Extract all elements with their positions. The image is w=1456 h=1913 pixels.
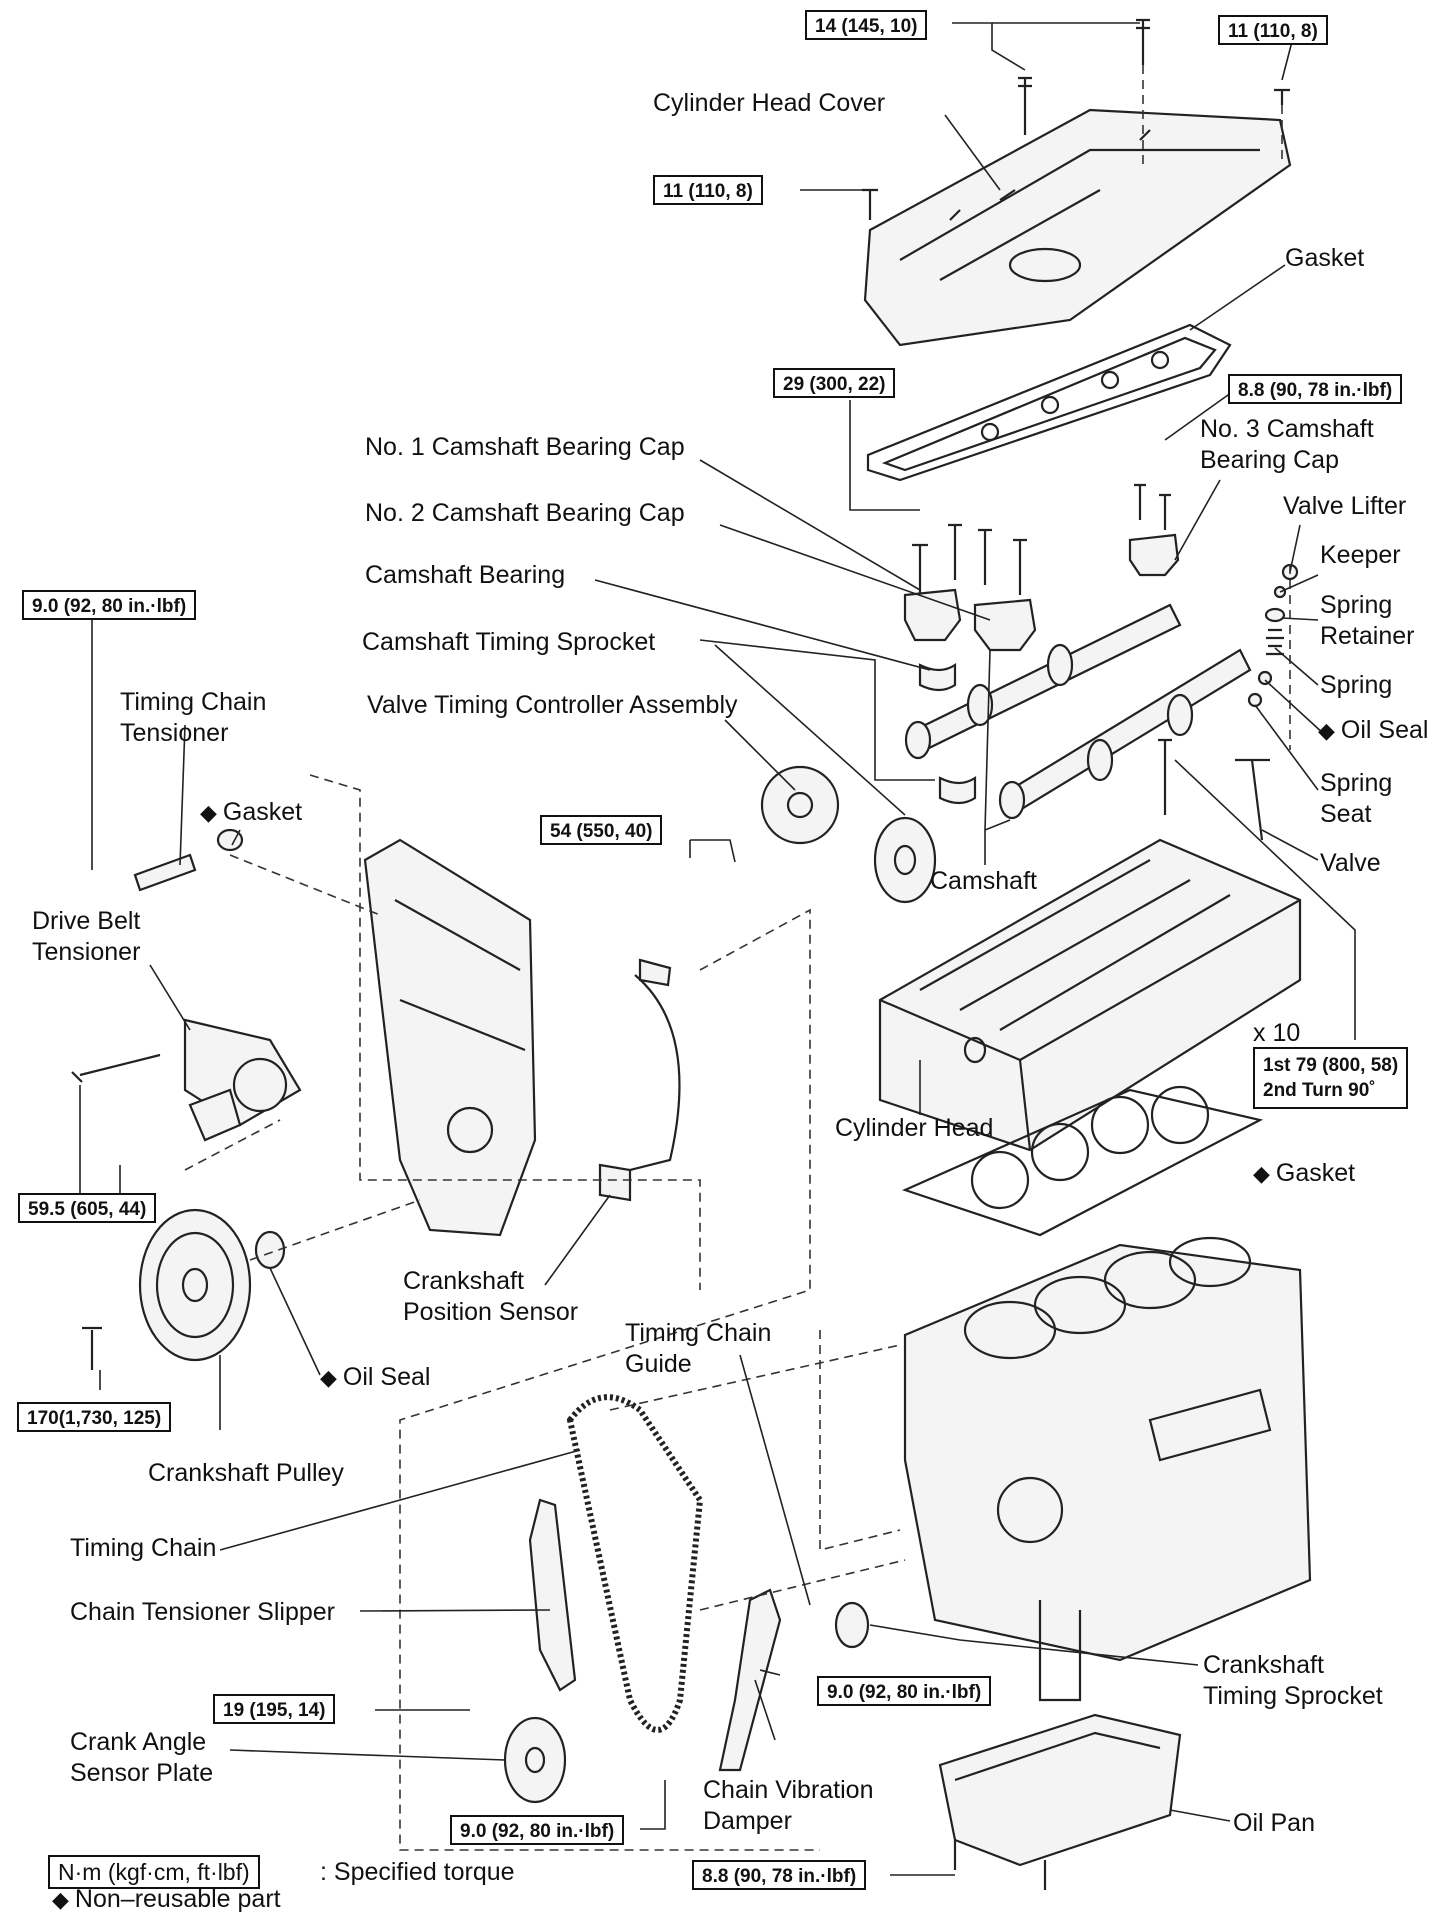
label-no3-cap-line1: No. 3 Camshaft [1200,415,1374,443]
nonreusable-diamond-icon: ◆ [52,1887,69,1912]
bolts-drawing [71,18,1290,1370]
label-spring-seat-line2: Seat [1320,800,1372,828]
torque-slipper: 19 (195, 14) [213,1694,336,1724]
torque-cap-no1: 29 (300, 22) [773,368,896,398]
timing-chain-cover-drawing [363,838,537,1237]
label-gasket-cover: Gasket [1285,244,1365,272]
nonreusable-diamond-icon: ◆ [200,800,217,825]
label-drive-belt-tensioner-line1: Drive Belt [32,907,141,935]
torque-cover-center: 14 (145, 10) [805,10,928,40]
label-spring-retainer-line1: Spring [1320,591,1393,619]
label-timing-chain-tensioner-line1: Timing Chain [120,688,267,716]
torque-pulley: 170(1,730, 125) [17,1402,172,1432]
label-x10: x 10 [1253,1019,1301,1047]
label-camshaft-bearing: Camshaft Bearing [365,561,566,589]
crank-position-sensor-drawing [598,958,681,1202]
torque-plate: 9.0 (92, 80 in.·lbf) [450,1815,625,1845]
label-gasket-tensioner: ◆Gasket [200,797,302,828]
label-crank-position-sensor-line1: Crankshaft [403,1267,524,1295]
legend-nonreusable: ◆Non–reusable part [52,1885,281,1913]
damper-drawing [718,1588,782,1772]
label-oil-pan: Oil Pan [1233,1809,1315,1837]
nonreusable-diamond-icon: ◆ [1318,718,1335,743]
camshaft-bearings-drawing [918,662,977,805]
head-gasket-drawing [901,1085,1264,1237]
label-spring: Spring [1320,671,1393,699]
oil-seal-front-text: Oil Seal [342,1363,431,1391]
cylinder-head-cover-drawing [863,108,1292,347]
torque-oil-pan: 8.8 (90, 78 in.·lbf) [692,1860,867,1890]
label-keeper: Keeper [1320,541,1401,569]
torque-head-line2: 2nd Turn 90˚ [1263,1080,1376,1101]
torque-cover-left: 11 (110, 8) [653,175,763,205]
legend-unit-text: : Specified torque [320,1858,515,1886]
timing-chain-drawing [566,1394,704,1733]
torque-vvt: 54 (550, 40) [540,815,663,845]
slipper-drawing [528,1498,577,1692]
label-timing-chain-tensioner-line2: Tensioner [120,719,229,747]
camshafts-drawing [904,603,1252,820]
tensioner-drawing [133,828,244,892]
label-camshaft: Camshaft [930,867,1037,895]
legend-unit-box: N·m (kgf·cm, ft·lbf) [48,1855,260,1889]
label-cylinder-head-cover: Cylinder Head Cover [653,89,886,117]
legend-nonreusable-text: Non–reusable part [74,1885,281,1913]
nonreusable-diamond-icon: ◆ [1253,1161,1270,1186]
label-drive-belt-tensioner-line2: Tensioner [32,938,141,966]
label-gasket-head: ◆Gasket [1253,1158,1355,1189]
label-valve-lifter: Valve Lifter [1283,492,1407,520]
label-camshaft-timing-sprocket: Camshaft Timing Sprocket [362,628,656,656]
label-spring-seat-line1: Spring [1320,769,1393,797]
label-timing-chain-guide-line1: Timing Chain [625,1319,772,1347]
nonreusable-diamond-icon: ◆ [320,1365,337,1390]
label-spring-retainer-line2: Retainer [1320,622,1415,650]
torque-guide: 9.0 (92, 80 in.·lbf) [817,1676,992,1706]
label-oil-seal-front: ◆Oil Seal [320,1362,430,1393]
cylinder-head-drawing [878,838,1302,1152]
label-no3-cap-line2: Bearing Cap [1200,446,1339,474]
dashed-assembly-lines [184,65,1291,1851]
label-crank-angle-plate-line1: Crank Angle [70,1728,207,1756]
cylinder-block-drawing [903,1236,1312,1702]
gasket-head-text: Gasket [1275,1159,1356,1187]
label-no2-camshaft-bearing-cap: No. 2 Camshaft Bearing Cap [365,499,685,527]
label-chain-tensioner-slipper: Chain Tensioner Slipper [70,1598,335,1626]
label-crank-angle-plate-line2: Sensor Plate [70,1759,214,1787]
label-timing-chain: Timing Chain [70,1534,217,1562]
drive-belt-tensioner-drawing [183,1018,302,1142]
vvt-assembly-drawing [760,765,840,845]
cover-gasket-drawing [866,323,1232,482]
label-chain-vibration-damper-line1: Chain Vibration [703,1776,874,1804]
label-crank-timing-sprocket-line1: Crankshaft [1203,1651,1324,1679]
label-cylinder-head: Cylinder Head [835,1114,994,1142]
label-valve: Valve [1320,849,1381,877]
valve-train-drawing [1235,563,1299,841]
torque-cylinder-head: 1st 79 (800, 58) 2nd Turn 90˚ [1253,1047,1409,1109]
torque-drive-belt: 59.5 (605, 44) [18,1193,157,1223]
bearing-caps-drawing [903,533,1180,652]
oil-seal-valve-text: Oil Seal [1340,716,1429,744]
torque-head-line1: 1st 79 (800, 58) [1263,1055,1399,1076]
label-crank-timing-sprocket-line2: Timing Sprocket [1203,1682,1383,1710]
oil-pan-drawing [938,1713,1182,1890]
label-crankshaft-pulley: Crankshaft Pulley [148,1459,344,1487]
torque-cap-no3: 8.8 (90, 78 in.·lbf) [1228,374,1403,404]
label-no1-camshaft-bearing-cap: No. 1 Camshaft Bearing Cap [365,433,685,461]
label-vvt-assembly: Valve Timing Controller Assembly [367,691,738,719]
camshaft-sprocket-drawing [873,816,937,904]
label-oil-seal-valve: ◆Oil Seal [1318,715,1428,746]
sensor-plate-drawing [503,1716,567,1804]
torque-tensioner: 9.0 (92, 80 in.·lbf) [22,590,197,620]
label-chain-vibration-damper-line2: Damper [703,1807,792,1835]
label-timing-chain-guide-line2: Guide [625,1350,692,1378]
torque-cover-right: 11 (110, 8) [1218,15,1328,45]
pulley-drawing [138,1208,286,1362]
crank-sprocket-drawing [834,1601,870,1649]
gasket-tensioner-text: Gasket [222,798,303,826]
leader-lines [79,22,1356,1876]
label-crank-position-sensor-line2: Position Sensor [403,1298,579,1326]
